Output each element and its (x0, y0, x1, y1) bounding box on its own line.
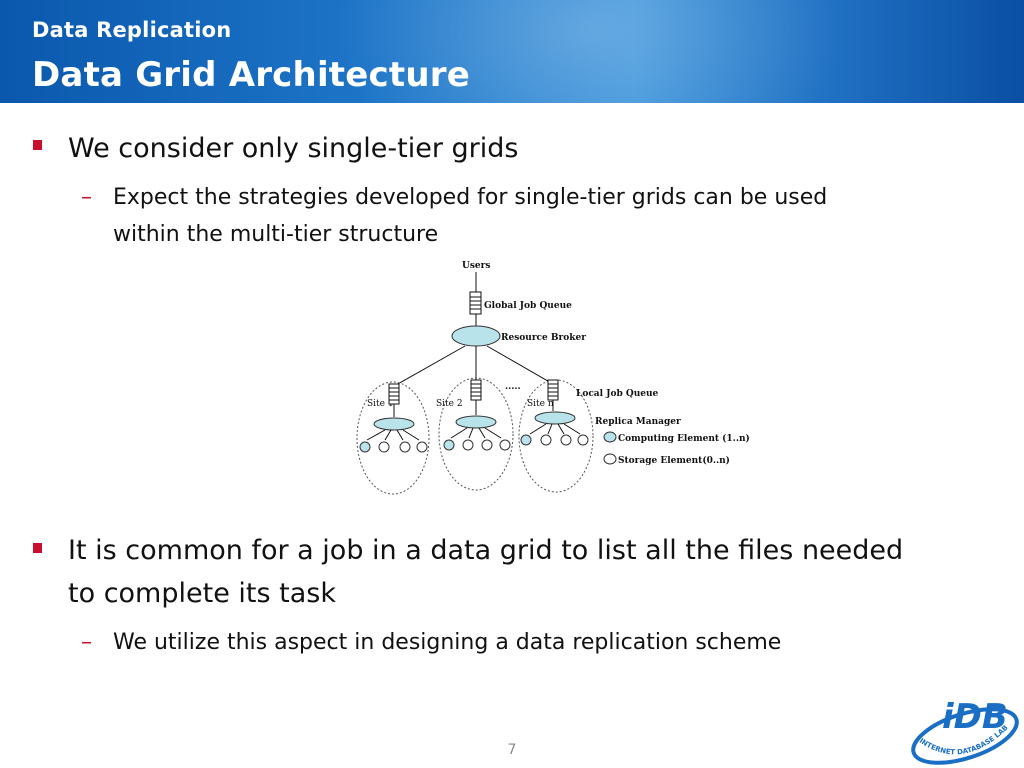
broker-to-siten (486, 345, 554, 385)
local-queue-label: Local Job Queue (576, 389, 659, 399)
bullet-marker (33, 140, 42, 150)
slide-subtitle: Data Replication (32, 18, 232, 42)
bullet-1-text: We consider only single-tier grids (68, 133, 519, 164)
svg-text:Site 1: Site 1 (367, 399, 394, 409)
bullet-marker (33, 543, 42, 553)
sub-bullet-dash: – (81, 630, 92, 655)
storage-element-label: Storage Element(0..n) (618, 455, 730, 466)
storage-element-legend-icon (603, 453, 617, 465)
site-n: Site n (518, 379, 594, 493)
bullet-2-sub-line-1: We utilize this aspect in designing a da… (113, 630, 782, 655)
site-2: Site 2 (436, 377, 514, 491)
svg-text:Site n: Site n (527, 399, 554, 409)
global-queue-label: Global Job Queue (484, 301, 572, 311)
page-number: 7 (507, 742, 517, 758)
bullet-2-text-line-1: It is common for a job in a data grid to… (68, 535, 904, 566)
svg-text:Site 2: Site 2 (436, 399, 463, 409)
slide-title: Data Grid Architecture (32, 55, 470, 95)
resource-broker-node (451, 325, 501, 347)
computing-element-label: Computing Element (1..n) (618, 433, 750, 444)
replica-manager-label: Replica Manager (595, 417, 681, 427)
broker-to-site1 (395, 345, 466, 386)
slide-header: Data Replication Data Grid Architecture (0, 0, 1024, 180)
site-1: Site 1 (356, 381, 430, 495)
idb-lab-logo: iDB INTERNET DATABASE LAB (911, 697, 1019, 765)
logo-letters: iDB (942, 697, 1008, 737)
computing-element-legend-icon (603, 431, 617, 443)
bullet-1-sub-line-2: within the multi-tier structure (113, 222, 439, 247)
global-job-queue-icon (469, 291, 482, 315)
bullet-1-sub-line-1: Expect the strategies developed for sing… (113, 185, 828, 210)
resource-broker-label: Resource Broker (501, 333, 586, 343)
sites-ellipsis: ..... (505, 382, 521, 392)
bullet-2-text-line-2: to complete its task (68, 578, 336, 609)
sub-bullet-dash: – (81, 185, 92, 210)
users-label: Users (462, 261, 490, 271)
grid-architecture-diagram: Users Global Job Queue Resource Broker .… (356, 261, 750, 495)
